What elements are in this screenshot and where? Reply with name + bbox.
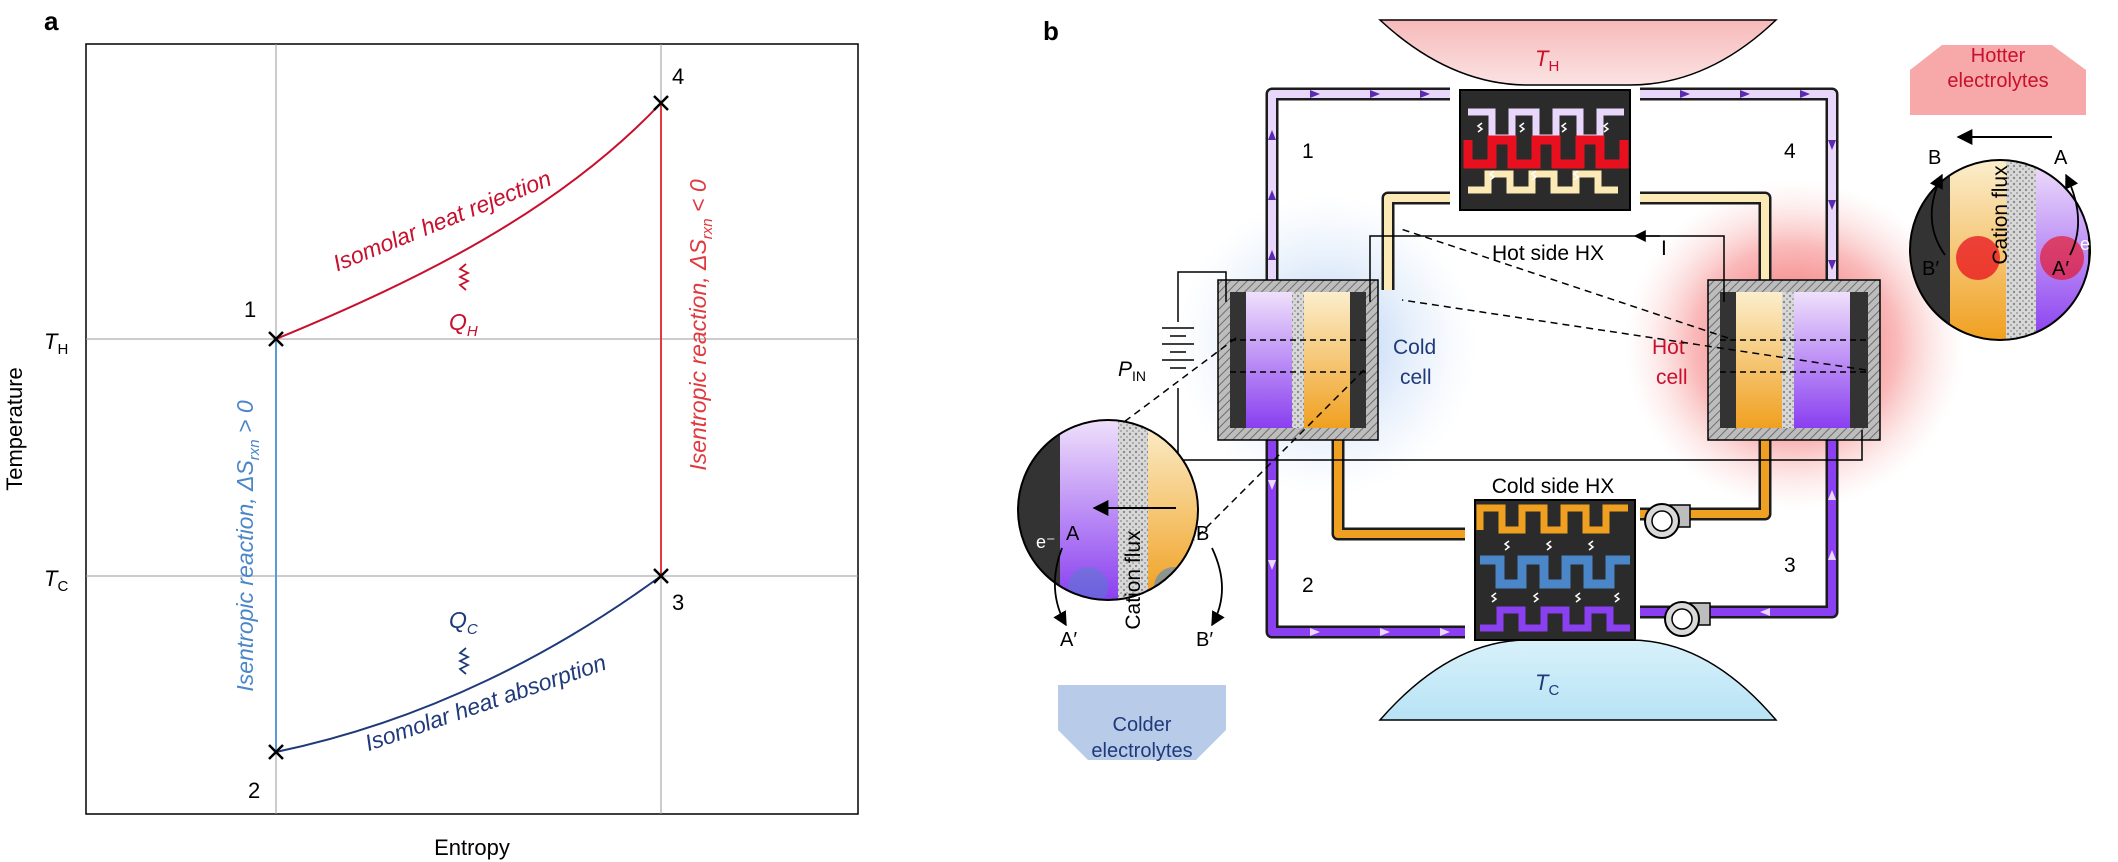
species-b-right: B (1928, 147, 1941, 169)
hotter-label-2: electrolytes (1947, 70, 2048, 92)
species-bprime-right: B′ (1922, 258, 1939, 280)
tc-tick-label: TC (44, 566, 68, 595)
hot-cell-label-1: Hot (1652, 336, 1685, 359)
hot-side-hx (1459, 89, 1631, 211)
cation-flux-label-left: Cation flux (1122, 530, 1145, 630)
heat-rejection-label: Isomolar heat rejection (329, 165, 554, 276)
cold-cell-zoom: Cation flux A A′ B B′ e⁻ e⁻ (1017, 419, 1246, 651)
flow-arrows (1268, 90, 1836, 270)
electron-right-2: e⁻ (2080, 234, 2100, 254)
colder-label-1: Colder (1113, 714, 1172, 736)
loop-number-4: 4 (1784, 140, 1796, 163)
cold-cell-label-2: cell (1400, 366, 1432, 389)
hot-reservoir (1378, 19, 1778, 86)
cold-side-hx (1474, 499, 1636, 641)
species-a-left: A (1066, 523, 1080, 545)
hot-cell-label-2: cell (1656, 366, 1688, 389)
cation-flux-label-right: Cation flux (1989, 165, 2012, 265)
heat-rejection-curve (275, 102, 662, 340)
qh-heat-squiggle-icon (457, 263, 471, 291)
hotter-label-1: Hotter (1971, 45, 2026, 67)
tc-reservoir-label: TC (1535, 670, 1559, 699)
electron-left-2: e⁻ (1226, 574, 1246, 594)
pump-upper-icon (1644, 503, 1691, 539)
hotter-banner (1910, 45, 2086, 115)
cold-side-hx-label: Cold side HX (1492, 475, 1615, 498)
point-1-label: 1 (244, 297, 256, 322)
cold-cell (1217, 279, 1379, 441)
electron-left-1: e⁻ (1036, 532, 1056, 552)
panel-a-label: a (44, 6, 59, 36)
isentropic-left-label: Isentropic reaction, ΔSrxn > 0 (232, 400, 263, 692)
qh-label: QH (449, 309, 478, 340)
hot-cell (1707, 279, 1881, 441)
x-axis-label: Entropy (434, 835, 510, 860)
hot-side-hx-label: Hot side HX (1492, 242, 1604, 265)
cold-cell-label-1: Cold (1393, 336, 1436, 359)
heat-absorption-curve (275, 575, 662, 753)
loop-number-2: 2 (1302, 574, 1314, 597)
point-2-label: 2 (248, 778, 260, 803)
loop-number-3: 3 (1784, 554, 1796, 577)
panel-b-label: b (1043, 16, 1059, 46)
electron-right-1: e⁻ (1896, 158, 1916, 178)
qc-label: QC (449, 607, 478, 638)
pump-lower-icon (1664, 601, 1711, 637)
panel-b: b TH TC (1017, 16, 2100, 762)
electrical-circuit (1162, 235, 1863, 461)
species-a-right: A (2054, 147, 2068, 169)
colder-label-2: electrolytes (1091, 740, 1192, 762)
pin-label: PIN (1118, 358, 1146, 384)
species-aprime-left: A′ (1060, 629, 1077, 651)
panel-a: a Entropy Temperature TH TC 1 2 3 4 Isom… (2, 6, 859, 860)
plot-frame (85, 43, 859, 815)
loop-number-1: 1 (1302, 140, 1314, 163)
qc-heat-squiggle-icon (457, 647, 471, 675)
th-reservoir-label: TH (1535, 46, 1559, 75)
cold-reservoir (1378, 639, 1778, 721)
species-b-left: B (1196, 523, 1209, 545)
species-bprime-left: B′ (1196, 629, 1213, 651)
y-axis-label: Temperature (2, 367, 27, 491)
current-label: I (1661, 237, 1667, 260)
th-tick-label: TH (44, 329, 68, 358)
colder-banner (1058, 685, 1226, 760)
point-3-label: 3 (672, 590, 684, 615)
heat-absorption-label: Isomolar heat absorption (361, 649, 609, 756)
species-aprime-right: A′ (2052, 258, 2069, 280)
isentropic-right-label: Isentropic reaction, ΔSrxn < 0 (685, 179, 716, 471)
state-markers (268, 95, 669, 760)
point-4-label: 4 (672, 64, 684, 89)
